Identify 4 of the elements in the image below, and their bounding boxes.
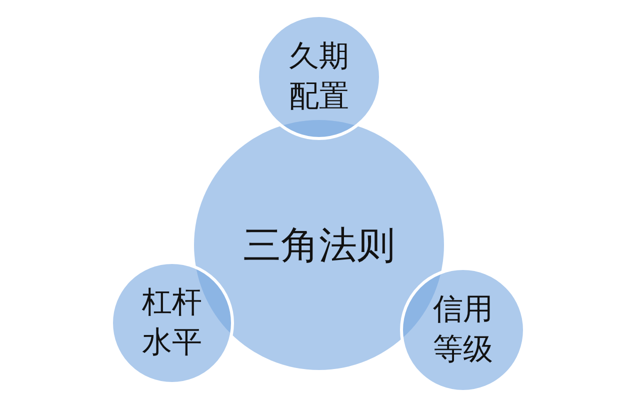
node-label: 信用等级 [432, 291, 494, 369]
node-label: 久期配置 [288, 38, 350, 116]
node-label: 杠杆水平 [141, 284, 203, 362]
node-label: 三角法则 [243, 223, 395, 267]
